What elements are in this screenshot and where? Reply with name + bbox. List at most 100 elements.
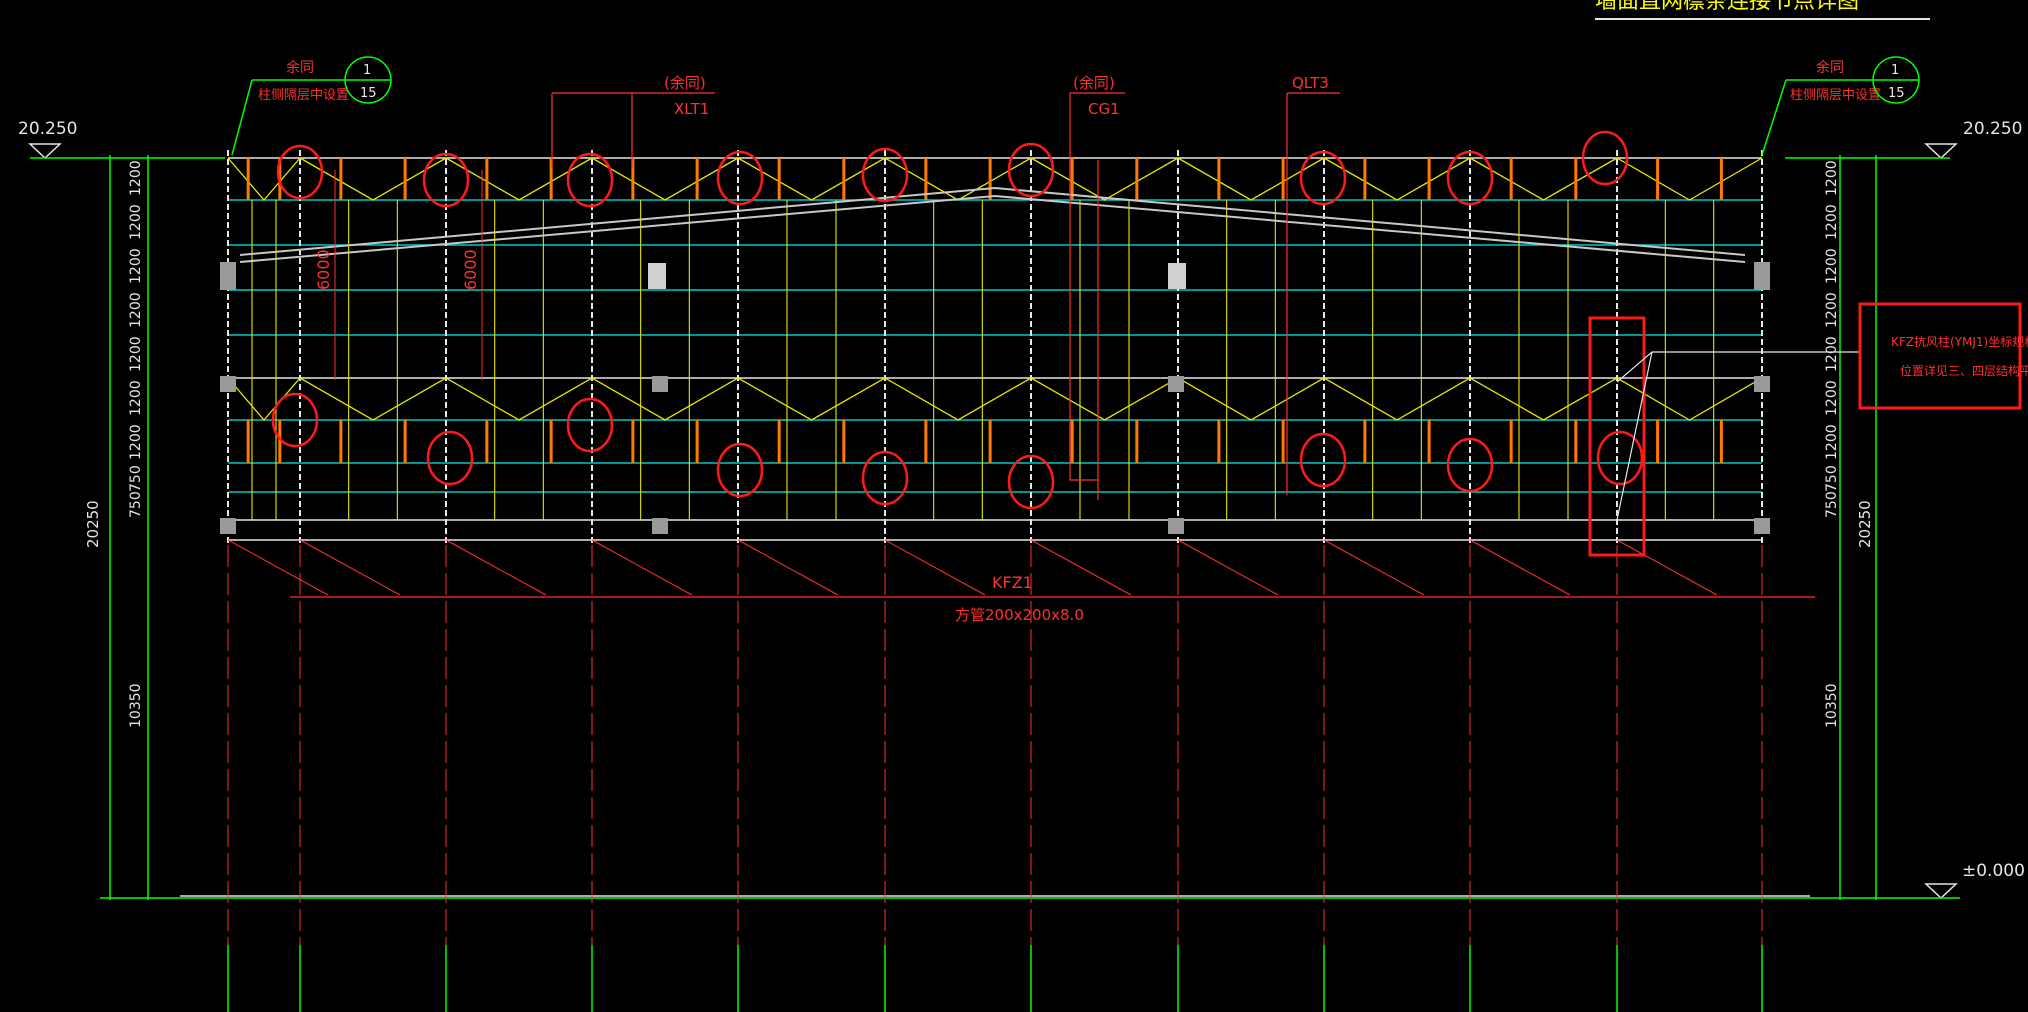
dim-lower-right: 10350 <box>1824 683 1840 728</box>
brace <box>227 377 301 421</box>
hatch-line <box>1323 539 1425 596</box>
markup-circle <box>1596 430 1644 486</box>
brace <box>227 157 301 201</box>
level-label-ground: ±0.000 <box>1962 861 2025 881</box>
column-pad <box>220 518 236 534</box>
red-dim-6000-a: 6000 <box>314 249 333 290</box>
brace <box>1177 157 1325 201</box>
drawing-title: 墙面直网檩条连接节点详图 <box>1595 0 1859 14</box>
level-mark-top-right: 20.250 <box>1785 119 2022 160</box>
hatch-line <box>227 539 329 596</box>
column-pad <box>1754 376 1770 392</box>
dim-left-9: 750 <box>128 491 144 518</box>
markup-circle <box>1299 432 1347 488</box>
dim-right-3: 1200 <box>1824 248 1840 284</box>
markup-circle <box>1007 454 1055 510</box>
callout-left-note-bottom: 柱侧隔层中设置 <box>258 88 349 103</box>
column-pad <box>1754 518 1770 534</box>
markup-circle <box>1007 142 1055 198</box>
callout-right-note-bottom: 柱侧隔层中设置 <box>1790 88 1881 103</box>
brace <box>1469 377 1618 421</box>
callout-right-detail-number: 1 <box>1891 63 1899 78</box>
level-label-top-left: 20.250 <box>18 119 77 139</box>
callout-left-sheet-number: 15 <box>360 86 377 101</box>
dim-left-4: 1200 <box>128 292 144 328</box>
column-pad <box>652 518 668 534</box>
roof-truss <box>239 186 1746 289</box>
level-label-top-right: 20.250 <box>1963 119 2022 139</box>
dim-total-left: 20250 <box>84 500 102 548</box>
dim-left-3: 1200 <box>128 248 144 284</box>
cg1-note: (余同) <box>1073 74 1115 92</box>
markup-circle <box>566 152 614 208</box>
markup-circle <box>716 442 764 498</box>
cg1-label: CG1 <box>1088 100 1120 118</box>
callout-left-detail-number: 1 <box>363 63 371 78</box>
brace <box>1616 157 1763 201</box>
kfz1-label: KFZ1 <box>992 573 1033 592</box>
kfz1-section: 方管200x200x8.0 <box>955 606 1084 624</box>
dim-left-5: 1200 <box>128 336 144 372</box>
dim-right-9: 750 <box>1824 491 1840 518</box>
markup-circle <box>422 152 470 208</box>
dimension-chain-left: 1200 1200 1200 1200 1200 1200 1200 750 7… <box>84 155 149 900</box>
red-dim-6000-b: 6000 <box>461 249 480 290</box>
dim-right-4: 1200 <box>1824 292 1840 328</box>
hand-markups <box>271 130 1644 510</box>
column-pad <box>220 262 236 290</box>
dim-left-6: 1200 <box>128 380 144 416</box>
hatch-line <box>1616 539 1718 596</box>
level-mark-top-left: 20.250 <box>18 119 225 160</box>
brace <box>299 377 447 421</box>
brace <box>591 377 739 421</box>
brace <box>1177 377 1325 421</box>
annotation-line-2: 位置详见三、四层结构平面布置图 <box>1900 363 2028 378</box>
markup-circle <box>716 150 764 206</box>
hatch-line <box>1030 539 1132 596</box>
dim-right-5: 1200 <box>1824 336 1840 372</box>
red-height-dims: 6000 6000 <box>314 170 483 380</box>
markup-circle <box>1446 437 1494 493</box>
markup-circle <box>271 392 319 448</box>
member-labels: (余同) XLT1 (余同) CG1 QLT3 KFZ1 方管200x200x8… <box>290 74 1815 624</box>
markup-circle <box>566 397 614 453</box>
brace <box>1030 157 1179 201</box>
column-pad <box>1168 518 1184 534</box>
qlt3-label: QLT3 <box>1292 74 1329 92</box>
column-pad <box>1754 262 1770 290</box>
dim-right-2: 1200 <box>1824 204 1840 240</box>
brace <box>445 157 593 201</box>
dim-left-1: 1200 <box>128 160 144 196</box>
annotation-line-1: KFZ抗风柱(YMJ1)坐标规格尺寸 <box>1891 334 2028 349</box>
callout-right-note-top: 余同 <box>1816 59 1844 76</box>
dim-right-7: 1200 <box>1824 424 1840 460</box>
annotation-box: KFZ抗风柱(YMJ1)坐标规格尺寸 位置详见三、四层结构平面布置图 <box>1858 302 2028 410</box>
markup-circle <box>861 147 909 203</box>
dimension-chain-right: 1200 1200 1200 1200 1200 1200 1200 750 7… <box>1824 155 1877 900</box>
xlt1-label: XLT1 <box>674 100 709 118</box>
callout-left-note-top: 余同 <box>286 59 314 76</box>
column-pad <box>1168 376 1184 392</box>
dim-left-7: 1200 <box>128 424 144 460</box>
markup-circle <box>1446 150 1494 206</box>
detail-callout-left: 余同 柱侧隔层中设置 1 15 <box>231 56 392 156</box>
column-pad <box>652 376 668 392</box>
markup-circle <box>1581 130 1629 186</box>
dim-left-8: 750 <box>128 465 144 492</box>
dim-left-2: 1200 <box>128 204 144 240</box>
highlight-column <box>1588 316 1860 557</box>
hatch-line <box>1469 539 1571 596</box>
level-mark-ground: ±0.000 <box>100 861 2025 900</box>
dim-right-8: 750 <box>1824 465 1840 492</box>
xlt1-note: (余同) <box>664 74 706 92</box>
detail-callout-right: 余同 柱侧隔层中设置 1 15 <box>1761 56 1920 156</box>
brace <box>591 157 739 201</box>
dim-right-6: 1200 <box>1824 380 1840 416</box>
markup-circle <box>1299 150 1347 206</box>
hatch-line <box>445 539 547 596</box>
brace <box>445 377 593 421</box>
hatch-line <box>737 539 839 596</box>
brace <box>1616 377 1763 421</box>
hatch-line <box>591 539 693 596</box>
markup-circle <box>426 430 474 486</box>
